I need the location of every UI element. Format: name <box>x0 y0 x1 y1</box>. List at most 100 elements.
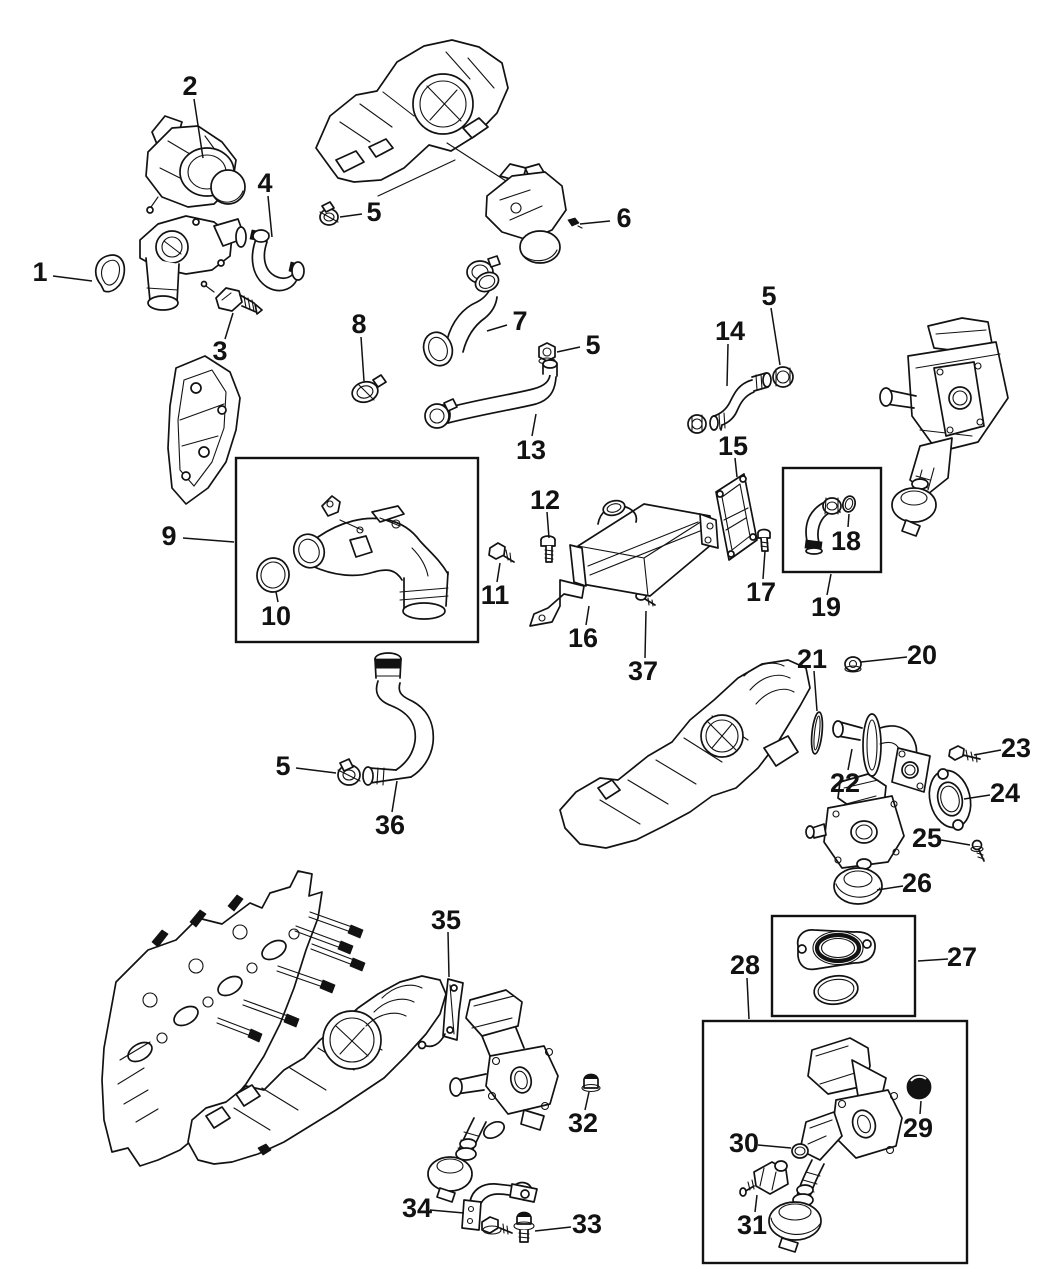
callout-4: 4 <box>257 168 272 198</box>
leader-line-7 <box>486 324 508 332</box>
callouts-layer: 1234555567891011121314151617181920212223… <box>32 71 1031 1240</box>
tube-gasket-24 <box>928 768 972 831</box>
callout-17: 17 <box>746 577 776 607</box>
egr-valve-kit-28 <box>768 1037 903 1253</box>
hose-clamp-13 <box>424 398 458 429</box>
intake-manifold-bottom-illustration <box>187 975 447 1165</box>
callout-6: 6 <box>616 203 631 233</box>
egr-valve-bottom-illustration <box>427 989 559 1203</box>
leader-line-32 <box>584 1091 590 1111</box>
hose-clamp-14 <box>687 414 707 434</box>
callout-29: 29 <box>903 1113 933 1143</box>
callout-13: 13 <box>516 435 546 465</box>
head-studs <box>216 911 366 1043</box>
flange-bolt-17 <box>757 528 771 552</box>
leader-line-30 <box>757 1144 792 1149</box>
callout-5a: 5 <box>366 197 381 227</box>
leader-line-6 <box>579 220 611 225</box>
leader-line-1 <box>52 275 93 282</box>
leader-line-5d <box>295 767 337 774</box>
leader-line-37 <box>644 610 647 659</box>
callout-31: 31 <box>737 1210 767 1240</box>
callout-5c: 5 <box>761 281 776 311</box>
thermostat-housing-lower <box>139 215 247 311</box>
leader-line-24 <box>963 794 991 800</box>
leader-line-18 <box>847 513 850 528</box>
callout-35: 35 <box>431 905 461 935</box>
pipe-clamp-8 <box>351 374 387 404</box>
leader-line-9 <box>182 537 235 543</box>
callout-33: 33 <box>572 1209 602 1239</box>
callout-19: 19 <box>811 592 841 622</box>
hose-clamp-5c <box>772 366 794 388</box>
elbow-pipe-7 <box>422 271 500 367</box>
leader-line-36 <box>391 780 398 813</box>
callout-22: 22 <box>830 768 860 798</box>
callout-16: 16 <box>568 623 598 653</box>
hose-kit-box <box>781 466 883 574</box>
mount-bracket-illustration <box>167 355 241 505</box>
s-hose-14 <box>709 372 772 431</box>
egr-valve-kit-box <box>701 1019 969 1265</box>
screw-25 <box>970 839 985 862</box>
egr-tube-22 <box>832 713 931 793</box>
hex-bolt-11 <box>488 542 515 563</box>
callout-5b: 5 <box>585 330 600 360</box>
callout-23: 23 <box>1001 733 1031 763</box>
screw-23 <box>948 745 981 763</box>
leader-line-5b <box>556 346 581 353</box>
callout-21: 21 <box>797 644 827 674</box>
cylinder-head-illustration <box>101 870 366 1167</box>
support-bracket-34 <box>461 1181 538 1231</box>
leader-line-15 <box>734 457 738 478</box>
callout-15: 15 <box>718 431 748 461</box>
callout-8: 8 <box>351 309 366 339</box>
leader-line-21 <box>813 670 818 712</box>
leader-line-35 <box>447 931 450 978</box>
heater-hose-13 <box>435 359 558 426</box>
gasket-kit-box <box>770 914 917 1018</box>
seal-ring-21 <box>810 711 824 755</box>
bolt-33 <box>513 1211 535 1243</box>
callout-28: 28 <box>730 950 760 980</box>
valve-gasket-35 <box>417 978 464 1050</box>
callout-36: 36 <box>375 810 405 840</box>
leader-line-23 <box>973 749 1002 756</box>
leader-line-8 <box>360 336 365 382</box>
o-ring-30 <box>791 1143 809 1159</box>
intake-manifold-top-illustration <box>315 39 521 197</box>
leader-line-2 <box>193 98 204 159</box>
fitting-31 <box>739 1160 789 1197</box>
callout-5d: 5 <box>275 751 290 781</box>
leader-line-11 <box>496 562 501 583</box>
kit-boxes-layer <box>234 456 969 1265</box>
egr-cooler-gasket-15 <box>715 473 758 561</box>
callout-18: 18 <box>831 526 861 556</box>
leader-line-5a <box>339 213 363 218</box>
hose-kit-hose-19 <box>804 497 842 555</box>
coolant-temp-sensor-3 <box>200 280 263 315</box>
hose-clamp-5a <box>319 201 339 226</box>
callout-34: 34 <box>402 1193 432 1223</box>
leader-line-25 <box>940 839 971 846</box>
thermostat-housing-right <box>485 163 567 264</box>
callout-30: 30 <box>729 1128 759 1158</box>
o-ring-18 <box>841 495 857 513</box>
leader-line-20 <box>860 656 908 663</box>
leader-line-5c <box>770 307 781 366</box>
leader-line-22 <box>847 748 853 771</box>
callout-1: 1 <box>32 257 47 287</box>
cap-29 <box>906 1074 932 1100</box>
callout-37: 37 <box>628 656 658 686</box>
egr-valve-26 <box>805 773 905 905</box>
thermostat-housing-upper <box>145 115 246 214</box>
leader-line-16 <box>585 605 590 626</box>
callout-9: 9 <box>161 521 176 551</box>
egr-gasket-27 <box>796 929 876 971</box>
leader-line-14 <box>726 343 729 387</box>
outlet-gasket-1 <box>94 254 126 293</box>
leader-line-26 <box>876 885 904 891</box>
callout-24: 24 <box>990 778 1020 808</box>
callout-12: 12 <box>530 485 560 515</box>
